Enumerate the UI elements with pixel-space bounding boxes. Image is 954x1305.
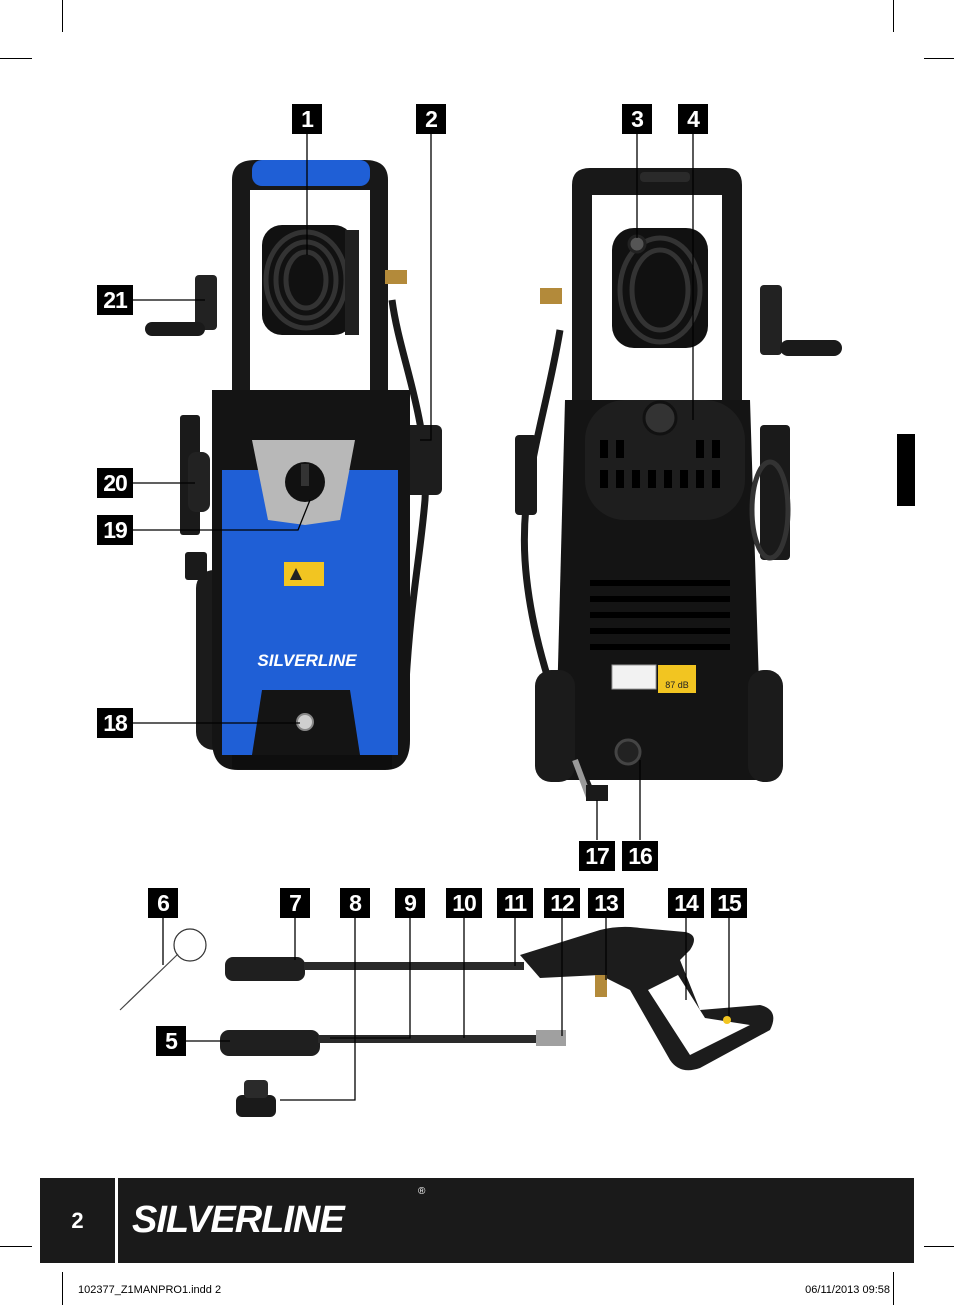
- timestamp: 06/11/2013 09:58: [805, 1284, 890, 1296]
- callout-11: 11: [497, 888, 533, 918]
- callout-3: 3: [622, 104, 652, 134]
- callout-20: 20: [97, 468, 133, 498]
- footer-brand-logo: SILVERLINE: [132, 1199, 345, 1241]
- callout-13: 13: [588, 888, 624, 918]
- callout-6: 6: [148, 888, 178, 918]
- noise-label: 87 dB: [665, 680, 689, 690]
- callout-1: 1: [292, 104, 322, 134]
- callout-18: 18: [97, 708, 133, 738]
- footer-divider: [115, 1178, 118, 1263]
- callout-19: 19: [97, 515, 133, 545]
- callout-10: 10: [446, 888, 482, 918]
- callout-4: 4: [678, 104, 708, 134]
- file-slug: 102377_Z1MANPRO1.indd 2: [78, 1284, 222, 1296]
- crop-mark-tr-h: [924, 58, 954, 59]
- callout-2: 2: [416, 104, 446, 134]
- callout-5: 5: [156, 1026, 186, 1056]
- leader-lines: [133, 134, 730, 1101]
- crop-mark-bl-v: [62, 1272, 63, 1305]
- callout-15: 15: [711, 888, 747, 918]
- footer-bar: [40, 1178, 914, 1263]
- crop-mark-br-h: [924, 1246, 954, 1247]
- accessories: [119, 926, 774, 1117]
- crop-mark-bl-h: [0, 1246, 32, 1247]
- callout-21: 21: [97, 285, 133, 315]
- callout-14: 14: [668, 888, 704, 918]
- callout-17: 17: [579, 841, 615, 871]
- crop-mark-tr-v: [893, 0, 894, 32]
- registered-mark: ®: [418, 1186, 426, 1197]
- pressure-washer-front: [145, 160, 442, 770]
- callout-7: 7: [280, 888, 310, 918]
- crop-mark-tl-v: [62, 0, 63, 32]
- page-number: 2: [71, 1208, 84, 1233]
- product-brand-logo: SILVERLINE: [257, 651, 357, 670]
- crop-mark-br-v: [893, 1272, 894, 1305]
- section-tab: [897, 434, 915, 506]
- pressure-washer-rear: [515, 168, 842, 802]
- callout-16: 16: [622, 841, 658, 871]
- callout-9: 9: [395, 888, 425, 918]
- crop-mark-tl-h: [0, 58, 32, 59]
- callout-12: 12: [544, 888, 580, 918]
- callout-8: 8: [340, 888, 370, 918]
